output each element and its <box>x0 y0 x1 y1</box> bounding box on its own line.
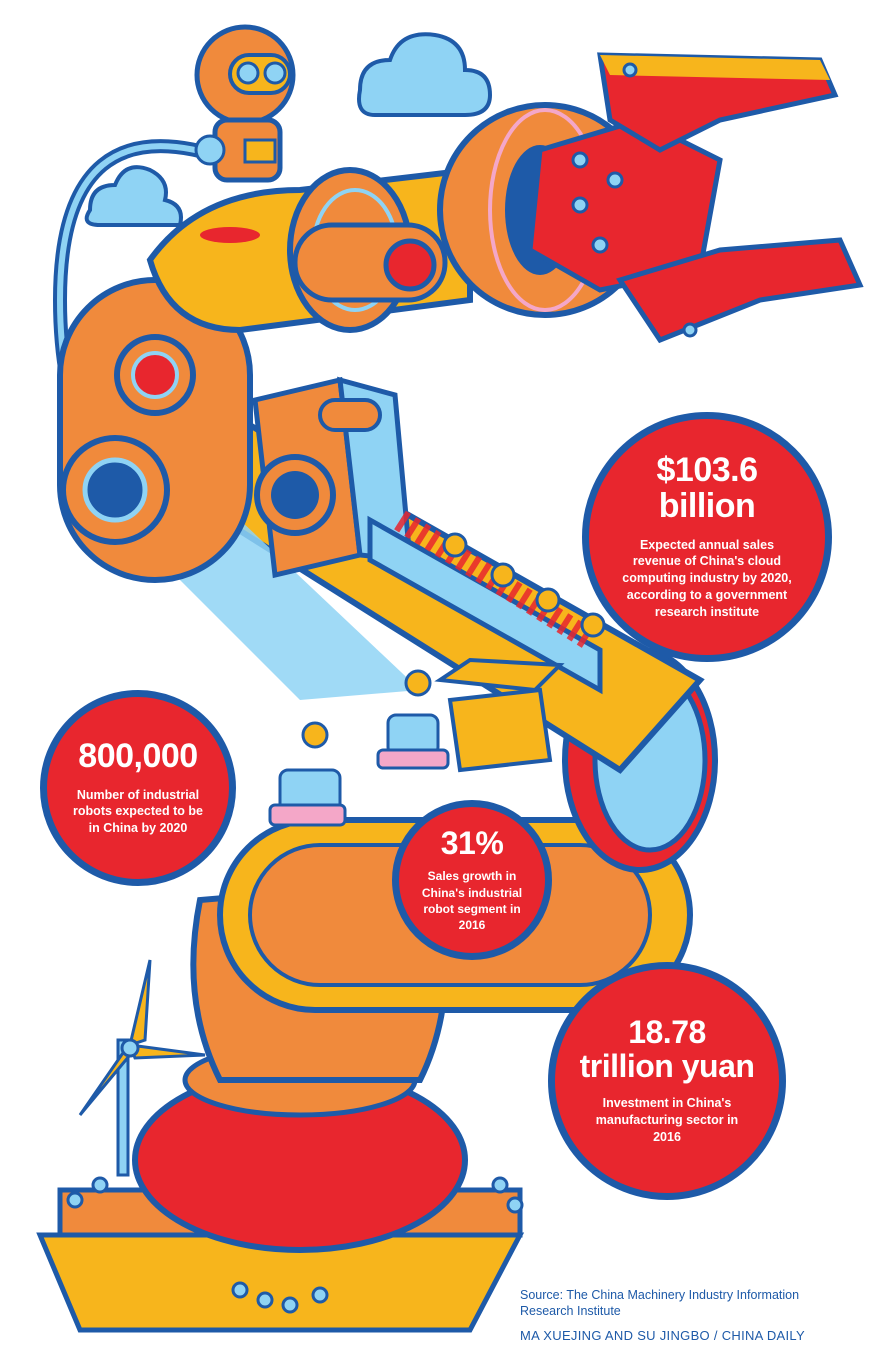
credit-line: MA XUEJING AND SU JINGBO / CHINA DAILY <box>520 1328 805 1343</box>
stat-description: Number of industrial robots expected to … <box>73 787 203 836</box>
stat-value: 18.78 <box>628 1014 706 1051</box>
stat-circle-cloud-revenue: $103.6 billion Expected annual sales rev… <box>582 412 832 662</box>
stat-value: $103.6 <box>656 451 759 490</box>
stat-description: Investment in China's manufacturing sect… <box>595 1096 739 1145</box>
stat-description: Sales growth in China's industrial robot… <box>421 869 523 932</box>
stat-value: 31% <box>440 824 504 861</box>
wind-turbine-icon <box>78 959 206 1177</box>
stat-circle-sales-growth: 31% Sales growth in China's industrial r… <box>392 800 552 960</box>
stat-unit: billion <box>658 486 756 525</box>
cloud-icon <box>84 32 493 227</box>
stat-circle-manufacturing-investment: 18.78 trillion yuan Investment in China'… <box>548 962 786 1200</box>
stat-description: Expected annual sales revenue of China's… <box>622 537 792 620</box>
stat-circle-industrial-robots: 800,000 Number of industrial robots expe… <box>40 690 236 886</box>
source-note: Source: The China Machinery Industry Inf… <box>520 1288 800 1318</box>
stat-unit: trillion yuan <box>579 1047 755 1084</box>
stat-value: 800,000 <box>78 736 198 775</box>
